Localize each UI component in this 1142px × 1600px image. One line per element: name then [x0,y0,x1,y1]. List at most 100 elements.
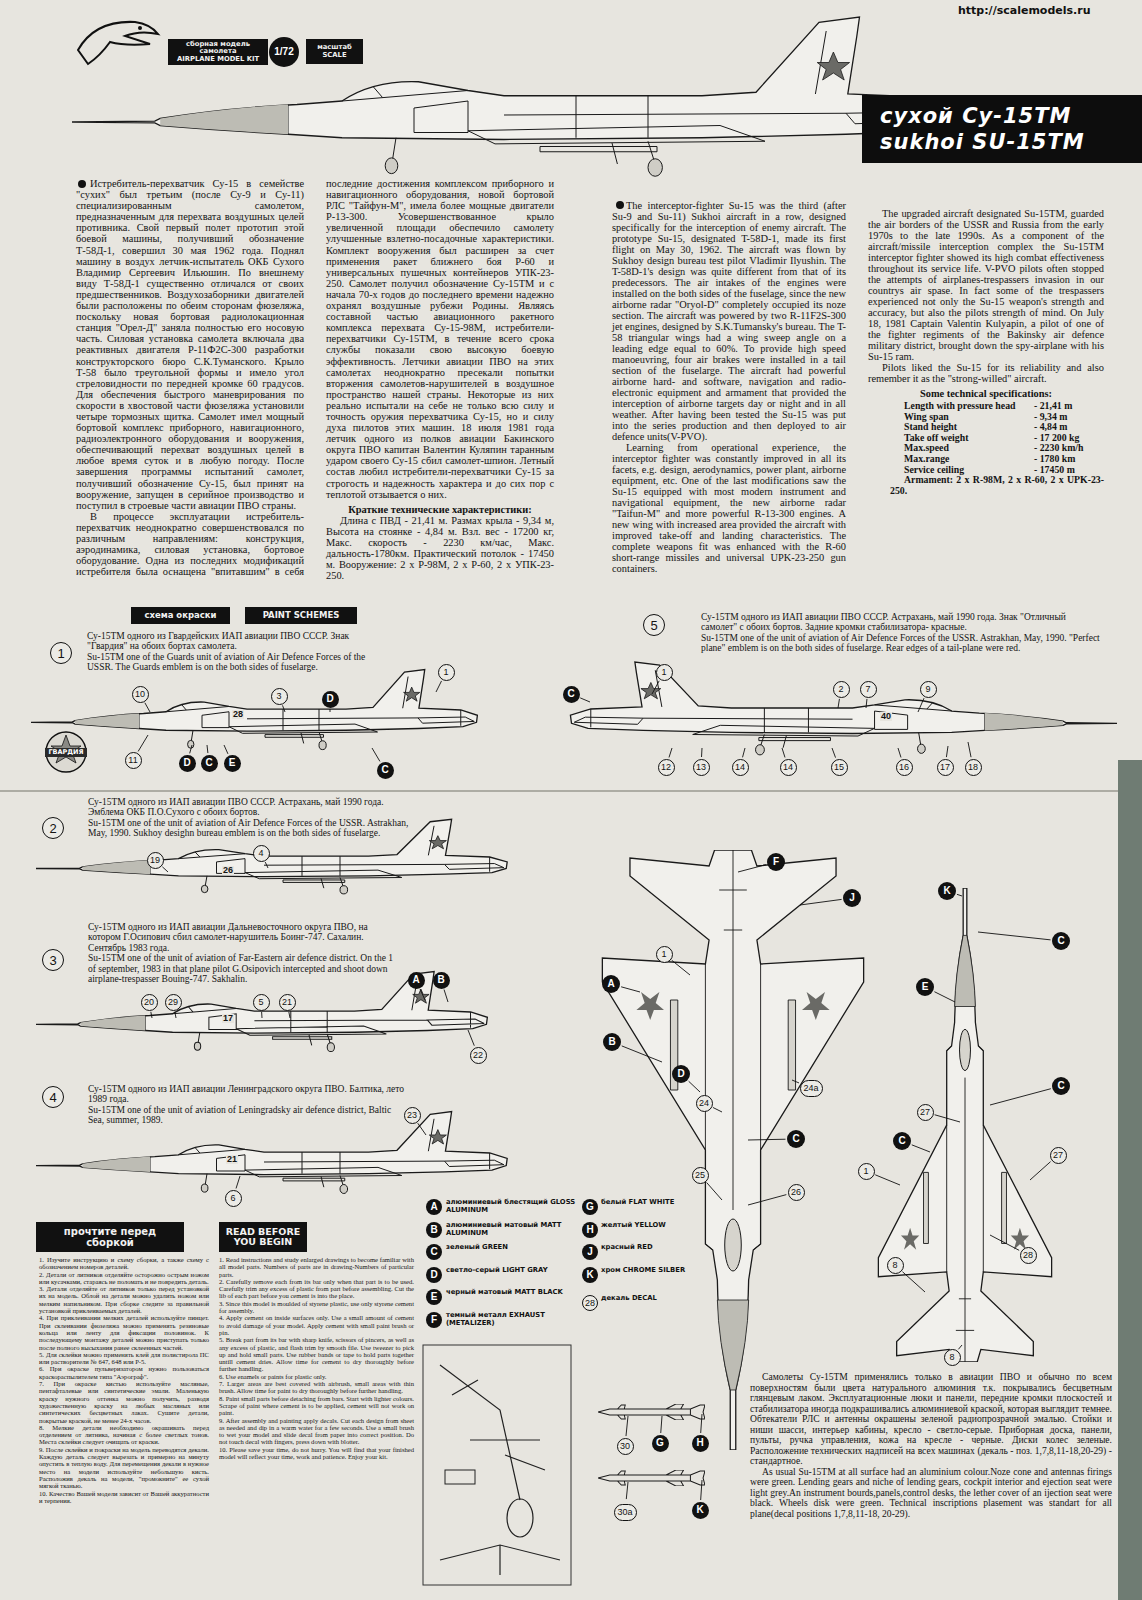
side-number: 17 [223,1014,233,1023]
leader-line [265,862,268,868]
node-text: 9 [925,685,930,694]
leader-line [701,748,702,757]
leader-line [738,865,766,872]
callout-number: 5 [253,994,270,1011]
instruction-text: 9. After assembly and painting apply dec… [219,1417,414,1446]
leader-line [621,987,640,992]
leader-line [207,745,209,753]
node-text: J [587,1247,593,1257]
scheme-caption-group: Су-15ТМ одного из ИАП авиации Дальневост… [88,922,398,984]
scheme-caption: Су-15ТМ одного из ИАП авиации ПВО СССР. … [88,797,418,818]
callout-number: 29 [165,994,182,1011]
node-text: D [326,694,333,704]
side-number-group: 26 [222,866,234,875]
color-letter: E [426,1289,442,1305]
side-number: 40 [881,712,891,721]
callout-number: 16 [896,759,913,776]
leader-line [990,1089,1051,1105]
leader-line [224,745,228,754]
instruction-text: 9. После склейки и покраски на модель пе… [39,1446,209,1490]
label-box: прочтите перед сборкой [36,1222,184,1252]
instruction-text: 1. Read instructions and study enlarged … [219,1256,414,1278]
node-text: 1/72 [274,47,293,57]
callout-number: 28 [1020,1247,1037,1264]
leader-line [800,899,842,905]
node-text: C [567,689,574,699]
node-text: масштаб [317,44,352,51]
spec-cell: Max.speed [890,443,1020,454]
node-text: 28 [585,1299,595,1308]
color-letter: H [582,1222,598,1238]
color-letter: G [652,1435,669,1452]
leader-line [934,992,955,1002]
leader-line [990,1235,1019,1250]
leader-line [626,1416,628,1436]
leader-line [713,1107,722,1112]
callout-number: 30 [617,1438,634,1455]
node-text: SCALE [322,52,346,59]
callout-number: 14 [732,759,749,776]
scheme-caption-group: Су-15ТМ одного из ИАП авиации Ленинградс… [88,1084,408,1126]
node-text: 29 [168,998,178,1007]
side-number: 21 [227,1155,237,1164]
leader-line [935,1115,960,1122]
node-text: B [430,1225,437,1235]
node-text: 6 [230,1194,235,1203]
body-text-group: The upgraded aircraft designated Su-15TM… [868,208,1104,496]
scheme-caption: Su-15TM one of the unit of aviation of A… [88,818,418,839]
color-letter: G [582,1199,598,1215]
legend-text: желтый YELLOW [601,1222,696,1230]
leader-line [444,990,448,1002]
node-text: 25 [695,1171,705,1180]
leader-line [622,1046,662,1062]
emblem-text: ГВАРДИЯ [45,749,87,756]
scheme-caption: Su-15TM one of the unit of aviation of A… [701,633,1101,654]
callout-number: 19 [147,852,164,869]
callout-number: 27 [917,1104,934,1121]
body-text: The interceptor-fighter Su-15 was the th… [612,200,846,442]
spec-cell: - 4,84 m [1020,422,1104,433]
instruction-text: 8. Paint small parts before detaching fr… [219,1395,414,1417]
node-text: E [229,758,236,768]
label-box: сборная модель самолетаAIRPLANE MODEL KI… [168,39,268,65]
spec-text: Armament: 2 x R-98M, 2 x R-60, 2 x UPK-2… [890,475,1104,496]
callout-number: 1 [656,946,673,963]
leader-line [875,1175,900,1185]
instruction-text: 2. Carefully remove each from its bar on… [219,1278,414,1300]
node-text: 14 [783,763,793,772]
label-box: схема окраски [131,607,230,624]
callout-number: 17 [937,759,954,776]
node-text: sukhoi SU-15TM [880,129,1142,155]
color-letter: F [767,853,785,871]
node-text: C [381,765,388,775]
legend-text: зеленый GREEN [446,1244,576,1252]
node-text: K [943,886,950,896]
color-letter: C [893,1132,911,1150]
node-text: 2 [49,822,56,835]
node-text: 3 [49,954,56,967]
instruction-text: 10. Качество Вашей модели зависит от Ваш… [39,1490,209,1505]
callout-number: 27 [1050,1147,1067,1164]
callout-number: 2 [833,681,850,698]
side-number-group: 17 [222,1014,234,1023]
painting-note-group: Самолеты Су-15ТМ применялись только в ав… [750,1372,1112,1519]
instruction-text: 5. Break part from its bar with sharp kn… [219,1336,414,1372]
instruction-text: 3. Детали отделяйте от литников только п… [39,1285,209,1314]
callout-number: 7 [860,681,877,698]
callout-number: 1 [656,664,673,681]
node-text: 8 [892,1261,897,1270]
node-text: C [1057,1081,1064,1091]
leader-line [957,894,962,896]
spec-cell: Service ceiling [890,465,1020,476]
color-letter: C [201,755,218,772]
callout-number: 12 [658,759,675,776]
node-text: 26 [791,1188,801,1197]
spec-cell: - 17 200 kg [1020,433,1104,444]
node-text: G [586,1202,594,1212]
instruction-text: 8. Мелкие детали необходимо окрашивать п… [39,1424,209,1446]
leader-line [669,748,672,757]
leader-line [418,1123,426,1135]
color-letter: E [916,978,934,996]
instruction-text: 7. При окраске кистью используйте маслян… [39,1380,209,1424]
leader-line [748,1195,786,1205]
